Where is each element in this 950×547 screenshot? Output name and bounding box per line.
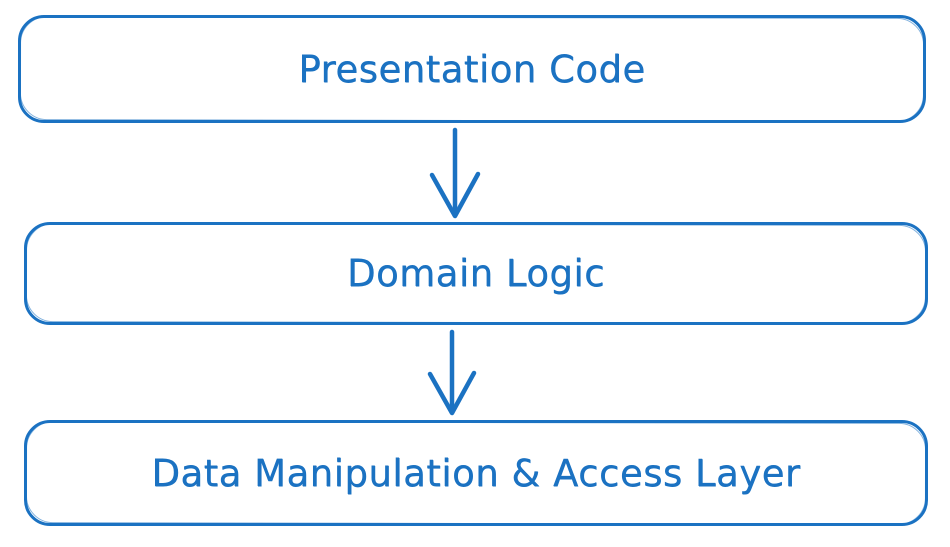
arrow-down-icon	[429, 127, 481, 219]
node-domain-logic: Domain Logic	[24, 222, 928, 325]
node-domain-logic-label: Domain Logic	[346, 252, 606, 295]
node-presentation-code: Presentation Code	[18, 15, 926, 123]
edge-presentation-to-domain	[420, 127, 490, 221]
arrow-down-icon	[427, 329, 477, 416]
node-data-access-layer-label: Data Manipulation & Access Layer	[151, 451, 801, 495]
node-presentation-code-label: Presentation Code	[298, 47, 646, 91]
node-data-access-layer: Data Manipulation & Access Layer	[24, 420, 928, 526]
edge-domain-to-data	[417, 329, 487, 418]
